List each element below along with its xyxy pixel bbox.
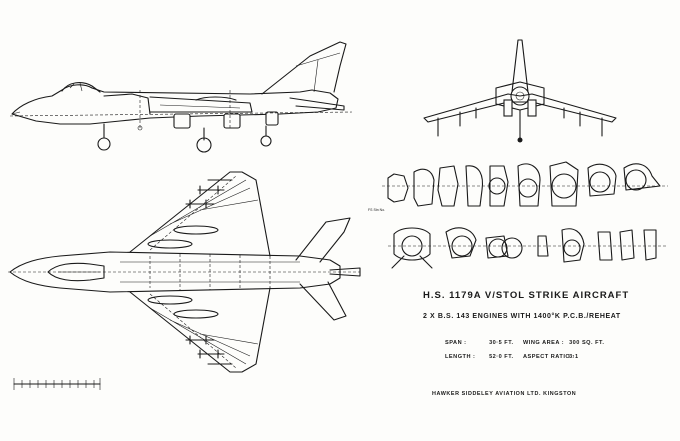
spec-value: 3·1 xyxy=(569,354,579,360)
spec-value: 30·5 FT. xyxy=(489,340,514,346)
spec-label: ASPECT RATIO : xyxy=(523,354,575,360)
front-view xyxy=(423,39,617,143)
spec-value: 52·0 FT. xyxy=(489,354,514,360)
plan-view xyxy=(8,171,361,373)
spec-aspect-ratio: ASPECT RATIO : 3·1 xyxy=(523,354,579,360)
spec-span: SPAN : 30·5 FT. xyxy=(445,340,514,346)
drawing-title: H.S. 1179A V/STOL STRIKE AIRCRAFT xyxy=(423,290,630,301)
spec-wing-area: WING AREA : 300 SQ. FT. xyxy=(523,340,604,346)
side-view xyxy=(9,41,353,153)
cross-sections-row-1 xyxy=(382,161,668,207)
cross-sections-row-2 xyxy=(388,227,668,269)
company-credit: HAWKER SIDDELEY AVIATION LTD. KINGSTON xyxy=(432,391,577,397)
section-label: FS Stn No. xyxy=(368,208,386,212)
spec-label: LENGTH : xyxy=(445,354,476,360)
spec-value: 300 SQ. FT. xyxy=(569,340,605,346)
spec-label: WING AREA : xyxy=(523,340,565,346)
spec-label: SPAN : xyxy=(445,340,467,346)
drawing-subtitle: 2 X B.S. 143 ENGINES WITH 1400°K P.C.B./… xyxy=(423,313,621,320)
scale-bar xyxy=(13,378,101,390)
spec-length: LENGTH : 52·0 FT. xyxy=(445,354,514,360)
